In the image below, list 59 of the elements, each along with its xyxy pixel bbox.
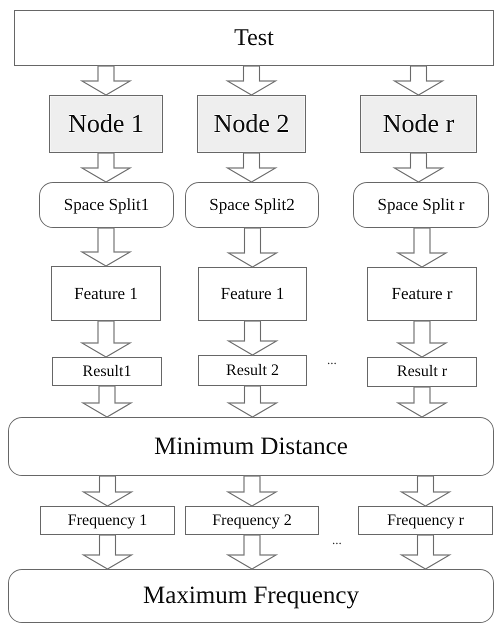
block-arrow bbox=[81, 475, 134, 507]
rounded-process-box bbox=[185, 182, 319, 228]
process-box bbox=[367, 357, 477, 387]
node-label: Space Split r bbox=[378, 195, 464, 215]
node-label: Frequency 2 bbox=[212, 512, 292, 530]
process-box bbox=[52, 357, 162, 386]
process-box bbox=[51, 266, 161, 321]
block-arrow bbox=[225, 152, 278, 183]
node-label: Maximum Frequency bbox=[143, 582, 359, 610]
node-label: Result r bbox=[396, 363, 448, 381]
block-arrow bbox=[80, 227, 132, 267]
block-arrow bbox=[396, 320, 448, 358]
block-arrow bbox=[80, 385, 134, 418]
block-arrow bbox=[81, 534, 134, 570]
node-label: Node 1 bbox=[68, 109, 144, 139]
block-arrow bbox=[399, 534, 452, 570]
rounded-process-box bbox=[8, 569, 494, 623]
rounded-process-box bbox=[39, 182, 174, 228]
process-box bbox=[358, 506, 493, 535]
node-label: Result 2 bbox=[226, 362, 279, 380]
node-label: Feature r bbox=[392, 284, 452, 304]
process-box bbox=[367, 267, 477, 321]
block-arrow bbox=[392, 65, 445, 96]
process-box bbox=[197, 95, 306, 153]
rounded-process-box bbox=[8, 417, 494, 476]
node-label: Feature 1 bbox=[74, 284, 138, 304]
block-arrow bbox=[225, 65, 278, 96]
process-box bbox=[198, 267, 307, 321]
node-label: Node 2 bbox=[214, 109, 290, 139]
block-arrow bbox=[392, 152, 445, 183]
node-label: Test bbox=[234, 24, 274, 52]
block-arrow bbox=[80, 152, 132, 183]
process-box bbox=[40, 506, 175, 535]
block-arrow bbox=[226, 475, 278, 507]
block-arrow bbox=[80, 320, 132, 358]
block-arrow bbox=[226, 534, 278, 570]
ellipsis-text: ... bbox=[327, 352, 337, 368]
node-label: Result1 bbox=[82, 362, 132, 380]
process-box bbox=[14, 10, 494, 66]
block-arrow bbox=[399, 475, 452, 507]
node-label: Space Split2 bbox=[209, 195, 295, 215]
process-box bbox=[360, 95, 477, 153]
node-label: Node r bbox=[382, 109, 454, 139]
node-label: Minimum Distance bbox=[154, 432, 348, 460]
node-label: Feature 1 bbox=[220, 284, 284, 304]
block-arrow bbox=[226, 320, 279, 356]
block-arrow bbox=[80, 65, 132, 96]
node-label: Frequency r bbox=[387, 512, 464, 530]
node-label: Space Split1 bbox=[64, 195, 150, 215]
rounded-process-box bbox=[353, 182, 489, 228]
block-arrow bbox=[396, 386, 448, 418]
node-label: Frequency 1 bbox=[68, 512, 148, 530]
ellipsis-text: ... bbox=[332, 532, 342, 548]
process-box bbox=[49, 95, 163, 153]
block-arrow bbox=[226, 227, 279, 268]
block-arrow bbox=[396, 227, 448, 268]
process-box bbox=[185, 506, 319, 535]
process-box bbox=[198, 355, 307, 386]
block-arrow bbox=[226, 385, 279, 418]
